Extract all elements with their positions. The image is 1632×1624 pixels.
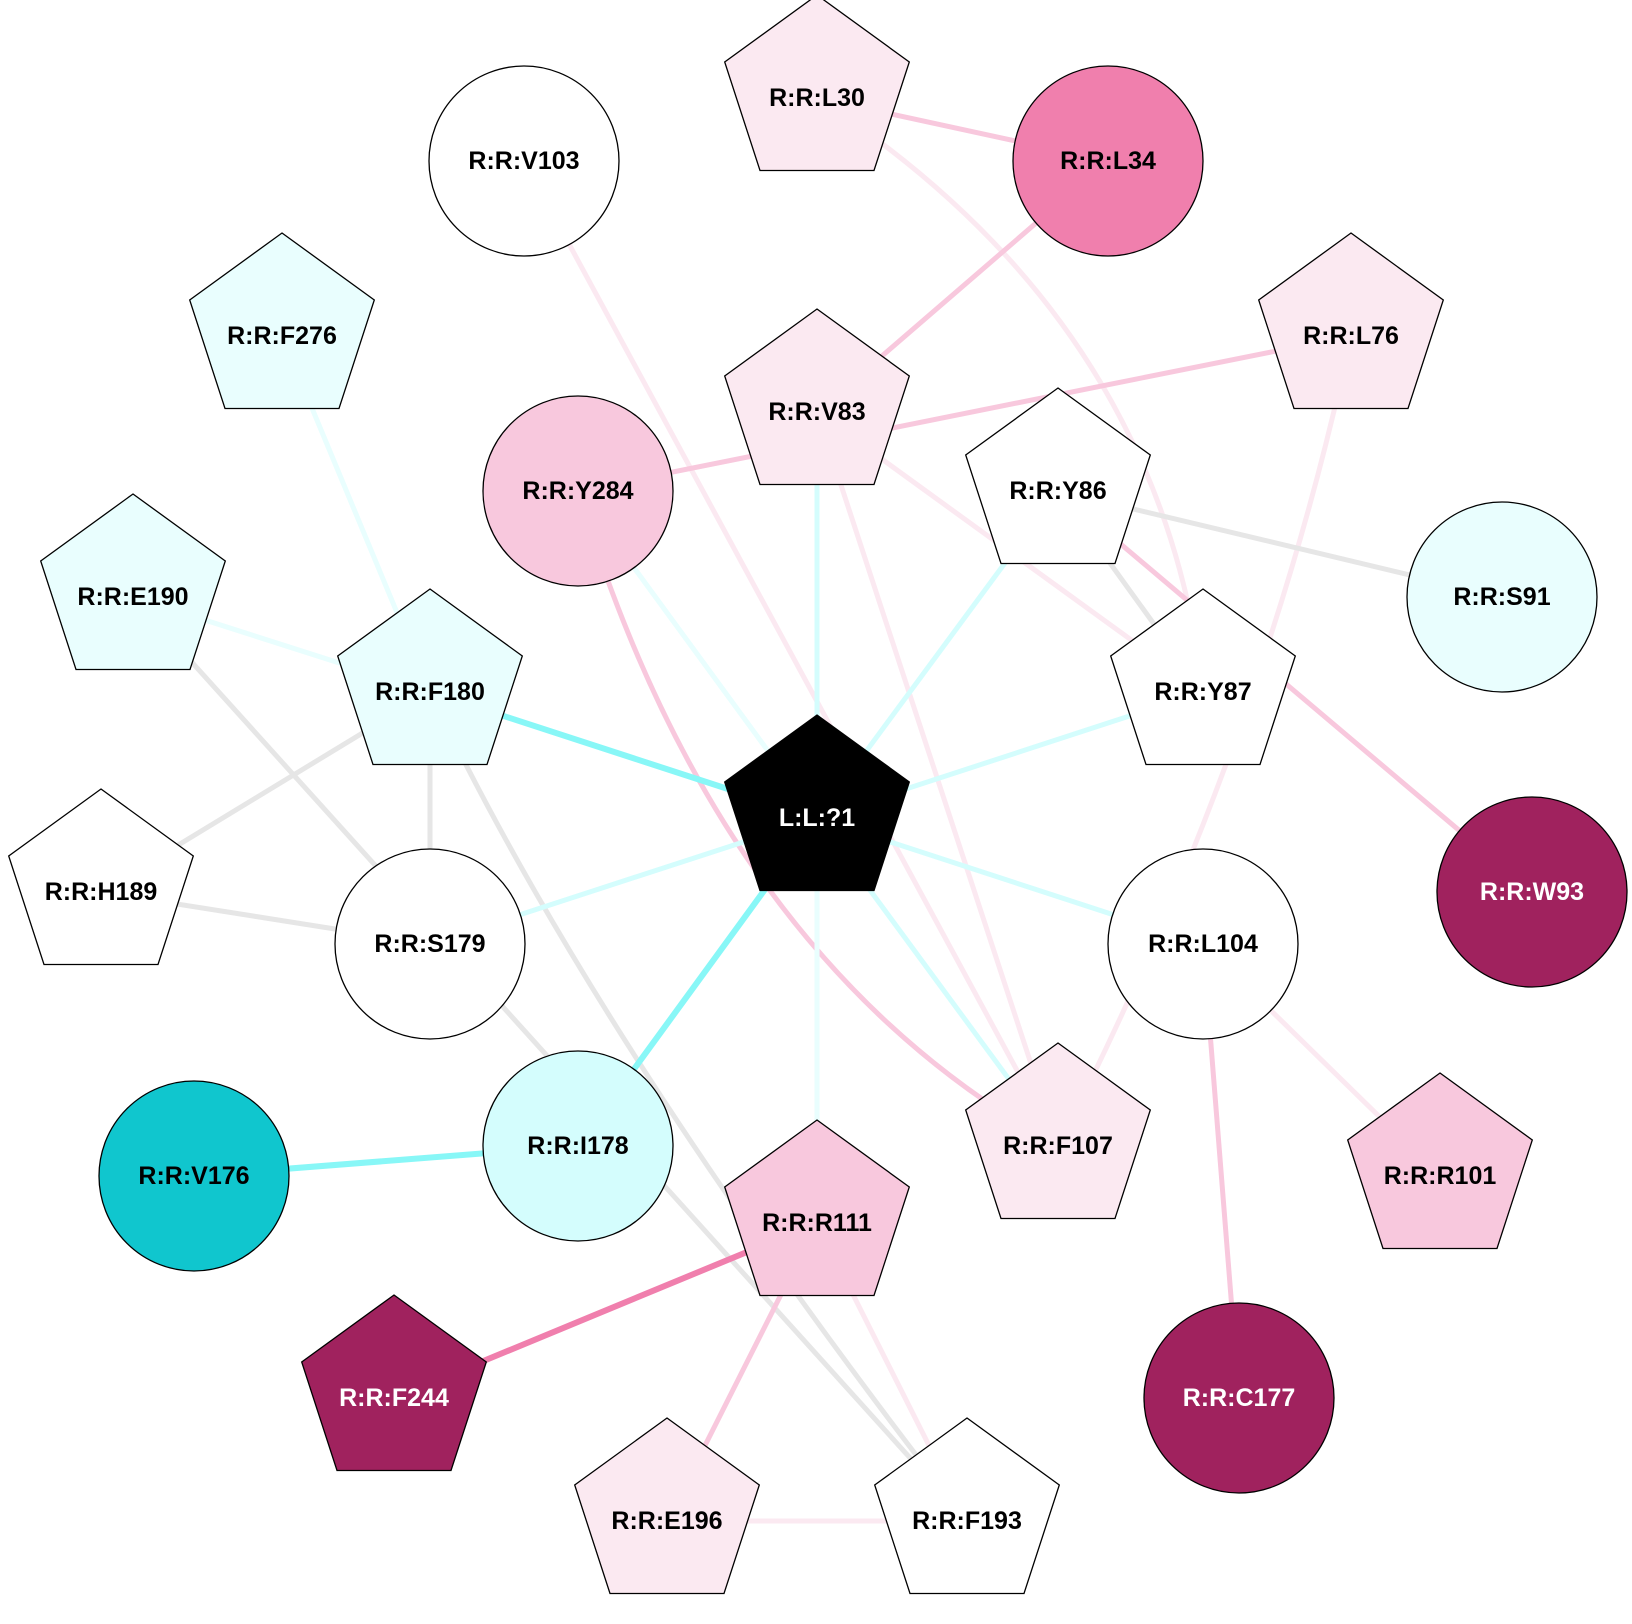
edge-f180-f193	[427, 689, 970, 1524]
edge-v103-f107	[521, 158, 1061, 1149]
node-l34[interactable]: R:R:L34	[1012, 65, 1204, 257]
node-circle	[428, 65, 620, 257]
node-r111[interactable]: R:R:R111	[723, 1119, 911, 1297]
node-e190[interactable]: R:R:E190	[39, 493, 227, 671]
edge-l30-y87	[814, 95, 1206, 695]
node-label: R:R:F276	[227, 322, 337, 350]
node-l104[interactable]: R:R:L104	[1107, 848, 1299, 1040]
node-s179[interactable]: R:R:S179	[334, 848, 526, 1040]
node-f107[interactable]: R:R:F107	[964, 1042, 1152, 1220]
node-label: R:R:I178	[527, 1132, 629, 1160]
node-f276[interactable]: R:R:F276	[188, 232, 376, 410]
node-pentagon	[1109, 588, 1297, 766]
node-label: R:R:V83	[768, 398, 865, 426]
node-pentagon	[300, 1294, 488, 1472]
node-v176[interactable]: R:R:V176	[98, 1080, 290, 1272]
node-label: R:R:H189	[45, 878, 158, 906]
node-pentagon	[723, 308, 911, 486]
node-i178[interactable]: R:R:I178	[482, 1050, 674, 1242]
node-circle	[1406, 501, 1598, 693]
edge-l76-y284	[575, 333, 1354, 494]
node-y86[interactable]: R:R:Y86	[964, 387, 1152, 565]
node-circle	[1012, 65, 1204, 257]
node-label: R:R:Y284	[522, 477, 633, 505]
node-label: R:R:L30	[769, 84, 865, 112]
node-label: L:L:?1	[779, 804, 855, 832]
node-h189[interactable]: R:R:H189	[7, 788, 195, 966]
node-label: R:R:V103	[468, 147, 579, 175]
node-v103[interactable]: R:R:V103	[428, 65, 620, 257]
node-pentagon	[873, 1417, 1061, 1595]
node-l76[interactable]: R:R:L76	[1257, 232, 1445, 410]
node-circle	[482, 395, 674, 587]
node-label: R:R:R101	[1384, 1162, 1497, 1190]
node-label: R:R:F193	[912, 1507, 1022, 1535]
node-center[interactable]: L:L:?1	[723, 714, 911, 892]
node-pentagon	[1346, 1072, 1534, 1250]
node-label: R:R:S91	[1453, 583, 1550, 611]
node-circle	[482, 1050, 674, 1242]
node-l30[interactable]: R:R:L30	[723, 0, 911, 172]
edge-y86-w93	[1055, 488, 1535, 895]
node-label: R:R:E190	[77, 583, 188, 611]
node-circle	[1143, 1302, 1335, 1494]
node-label: R:R:F107	[1003, 1132, 1113, 1160]
node-label: R:R:L104	[1148, 930, 1258, 958]
node-y284[interactable]: R:R:Y284	[482, 395, 674, 587]
node-label: R:R:Y86	[1009, 477, 1106, 505]
node-circle	[1436, 796, 1628, 988]
node-pentagon	[723, 714, 911, 892]
node-pentagon	[723, 0, 911, 172]
node-f193[interactable]: R:R:F193	[873, 1417, 1061, 1595]
node-pentagon	[7, 788, 195, 966]
node-label: R:R:S179	[374, 930, 485, 958]
node-w93[interactable]: R:R:W93	[1436, 796, 1628, 988]
node-v83[interactable]: R:R:V83	[723, 308, 911, 486]
node-label: R:R:F244	[339, 1384, 449, 1412]
node-pentagon	[573, 1417, 761, 1595]
nodes-layer: L:L:?1R:R:L30R:R:L34R:R:V103R:R:F276R:R:…	[7, 0, 1628, 1595]
node-circle	[98, 1080, 290, 1272]
node-label: R:R:L34	[1060, 147, 1156, 175]
node-circle	[334, 848, 526, 1040]
node-circle	[1107, 848, 1299, 1040]
node-pentagon	[723, 1119, 911, 1297]
node-label: R:R:C177	[1183, 1384, 1296, 1412]
node-y87[interactable]: R:R:Y87	[1109, 588, 1297, 766]
node-label: R:R:R111	[762, 1209, 872, 1237]
node-label: R:R:W93	[1480, 878, 1584, 906]
node-pentagon	[964, 387, 1152, 565]
node-r101[interactable]: R:R:R101	[1346, 1072, 1534, 1250]
node-pentagon	[39, 493, 227, 671]
node-label: R:R:L76	[1303, 322, 1399, 350]
node-f244[interactable]: R:R:F244	[300, 1294, 488, 1472]
node-label: R:R:V176	[138, 1162, 249, 1190]
node-e196[interactable]: R:R:E196	[573, 1417, 761, 1595]
node-c177[interactable]: R:R:C177	[1143, 1302, 1335, 1494]
node-pentagon	[1257, 232, 1445, 410]
node-label: R:R:E196	[611, 1507, 722, 1535]
node-label: R:R:Y87	[1154, 678, 1251, 706]
node-s91[interactable]: R:R:S91	[1406, 501, 1598, 693]
node-label: R:R:F180	[375, 678, 485, 706]
node-pentagon	[964, 1042, 1152, 1220]
node-pentagon	[188, 232, 376, 410]
node-f180[interactable]: R:R:F180	[336, 588, 524, 766]
node-pentagon	[336, 588, 524, 766]
